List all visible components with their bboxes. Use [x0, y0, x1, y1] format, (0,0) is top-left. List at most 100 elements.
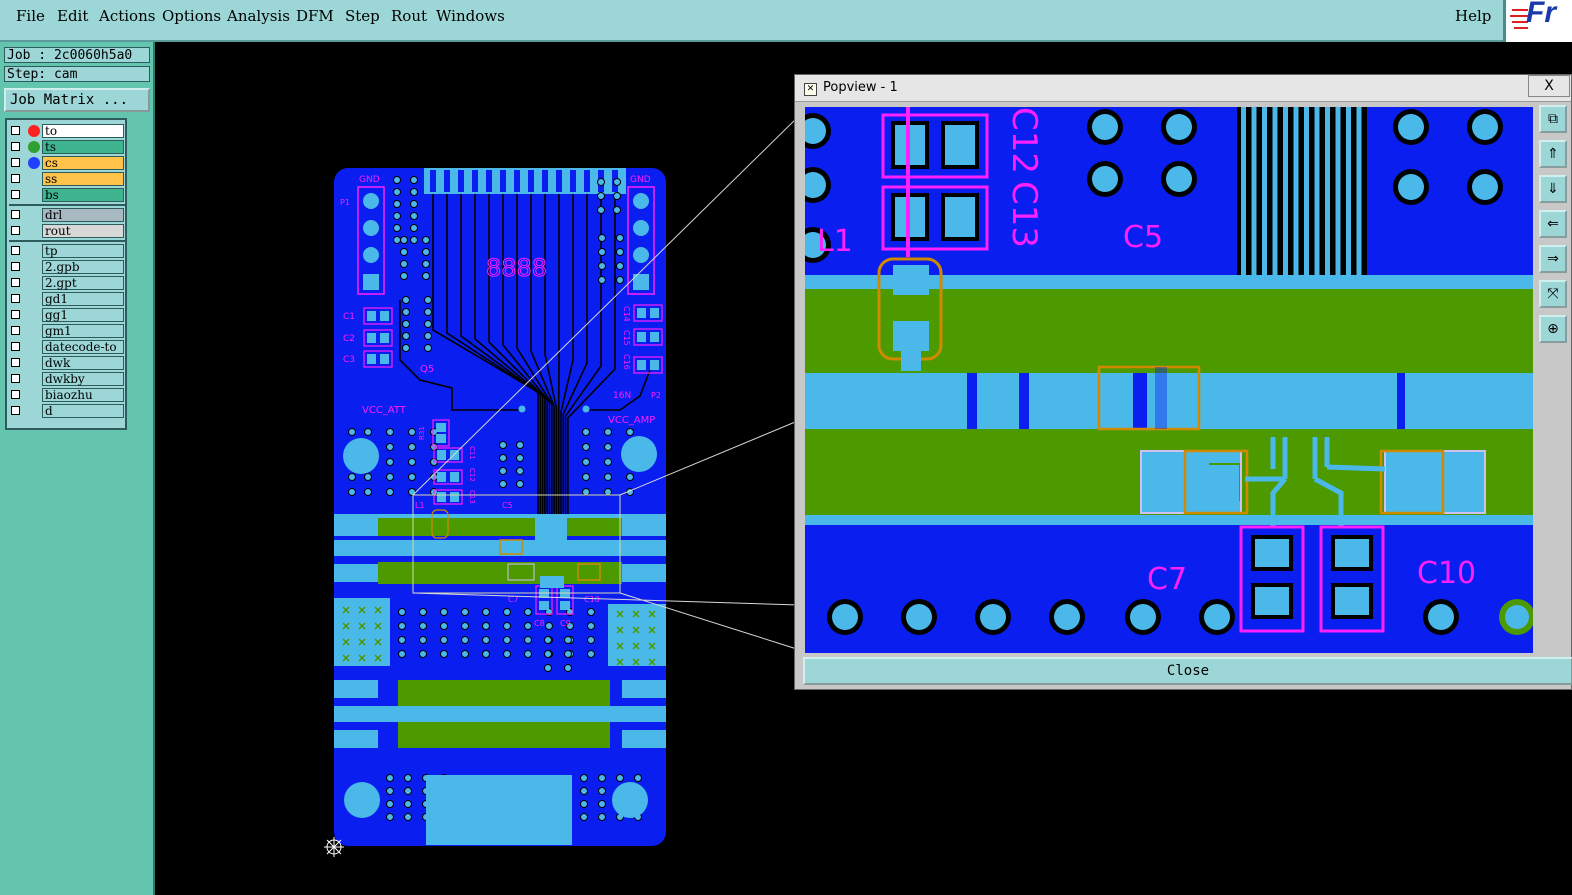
layer-checkbox[interactable] [11, 142, 20, 151]
layer-name[interactable]: tp [42, 244, 124, 258]
layer-row-biaozhu[interactable]: biaozhu [9, 388, 125, 402]
popview-close-button[interactable]: Close [803, 657, 1572, 685]
layer-checkbox[interactable] [11, 326, 20, 335]
layer-row-2.gpt[interactable]: 2.gpt [9, 276, 125, 290]
layer-row-to[interactable]: to [9, 124, 125, 138]
layer-row-rout[interactable]: rout [9, 224, 125, 238]
via [832, 604, 858, 630]
menu-dfm[interactable]: DFM [296, 7, 334, 25]
layer-checkbox[interactable] [11, 126, 20, 135]
layer-row-gg1[interactable]: gg1 [9, 308, 125, 322]
popview-canvas[interactable]: C12 C13 L1 C5 C7 C10 [805, 107, 1533, 653]
layer-row-dwkby[interactable]: dwkby [9, 372, 125, 386]
layer-row-ss[interactable]: ss [9, 172, 125, 186]
layer-row-cs[interactable]: cs [9, 156, 125, 170]
zoom-out-icon[interactable]: ⊕ [1539, 315, 1567, 343]
layer-checkbox[interactable] [11, 374, 20, 383]
layer-name[interactable]: dwkby [42, 372, 124, 386]
menu-actions[interactable]: Actions [99, 7, 156, 25]
layer-checkbox[interactable] [11, 262, 20, 271]
pan-up-icon[interactable]: ⇑ [1539, 140, 1567, 168]
layer-checkbox[interactable] [11, 406, 20, 415]
layer-name[interactable]: datecode-to [42, 340, 124, 354]
band-mid [334, 706, 666, 722]
layer-checkbox[interactable] [11, 210, 20, 219]
via [1398, 174, 1424, 200]
layer-row-2.gpb[interactable]: 2.gpb [9, 260, 125, 274]
layer-name[interactable]: gd1 [42, 292, 124, 306]
menu-help[interactable]: Help [1455, 7, 1492, 25]
layer-name[interactable]: dwk [42, 356, 124, 370]
layer-row-datecode-to[interactable]: datecode-to [9, 340, 125, 354]
header-pin-square [363, 274, 379, 290]
gnd-x-mark [342, 638, 350, 646]
via [1092, 114, 1118, 140]
menu-rout[interactable]: Rout [391, 7, 428, 25]
via [1505, 605, 1529, 629]
menu-file[interactable]: File [16, 7, 45, 25]
pan-down-icon[interactable]: ⇓ [1539, 175, 1567, 203]
layer-row-drl[interactable]: drl [9, 208, 125, 222]
layer-row-d[interactable]: d [9, 404, 125, 418]
bottom-connector [426, 775, 572, 845]
menu-step[interactable]: Step [345, 7, 380, 25]
graphic-canvas[interactable]: GND GND P1 P2 8888 C1 C2 C3 C14 C15 C16 … [155, 42, 795, 895]
via [626, 428, 634, 436]
layer-checkbox[interactable] [11, 226, 20, 235]
signal-trace [488, 194, 549, 520]
label-c16: C16 [622, 354, 631, 370]
job-matrix-button[interactable]: Job Matrix ... [4, 88, 150, 112]
layer-row-gd1[interactable]: gd1 [9, 292, 125, 306]
layer-name[interactable]: ss [42, 172, 124, 186]
layer-checkbox[interactable] [11, 158, 20, 167]
layer-name[interactable]: 2.gpt [42, 276, 124, 290]
menu-windows[interactable]: Windows [436, 7, 505, 25]
pan-left-icon[interactable]: ⇐ [1539, 210, 1567, 238]
layer-row-tp[interactable]: tp [9, 244, 125, 258]
layer-name[interactable]: cs [42, 156, 124, 170]
layer-checkbox[interactable] [11, 190, 20, 199]
layer-row-gm1[interactable]: gm1 [9, 324, 125, 338]
layer-name[interactable]: gm1 [42, 324, 124, 338]
layer-name[interactable]: bs [42, 188, 124, 202]
popview-close-x-button[interactable]: X [1528, 75, 1570, 97]
menu-options[interactable]: Options [162, 7, 222, 25]
layer-row-bs[interactable]: bs [9, 188, 125, 202]
layer-name[interactable]: d [42, 404, 124, 418]
layer-checkbox[interactable] [11, 390, 20, 399]
menu-analysis[interactable]: Analysis [227, 7, 290, 25]
layer-checkbox[interactable] [11, 278, 20, 287]
layer-name[interactable]: ts [42, 140, 124, 154]
gnd-x-mark [374, 654, 382, 662]
layer-name[interactable]: 2.gpb [42, 260, 124, 274]
gnd-x-mark [616, 642, 624, 650]
via [580, 800, 588, 808]
layer-checkbox[interactable] [11, 358, 20, 367]
pan-right-icon[interactable]: ⇒ [1539, 245, 1567, 273]
via [440, 636, 448, 644]
cap-pad [367, 333, 376, 343]
layer-name[interactable]: rout [42, 224, 124, 238]
layer-row-ts[interactable]: ts [9, 140, 125, 154]
layer-name[interactable]: drl [42, 208, 124, 222]
layer-row-dwk[interactable]: dwk [9, 356, 125, 370]
layer-checkbox[interactable] [11, 294, 20, 303]
popview-titlebar[interactable]: ✕ Popview - 1 [795, 75, 1571, 102]
layer-checkbox[interactable] [11, 342, 20, 351]
gnd-x-mark [616, 610, 624, 618]
layer-checkbox[interactable] [11, 310, 20, 319]
layer-name[interactable]: to [42, 124, 124, 138]
via [422, 248, 430, 256]
layer-checkbox[interactable] [11, 174, 20, 183]
zoom-in-icon[interactable]: ⤧ [1539, 280, 1567, 308]
cap-outline [633, 356, 663, 374]
via [410, 188, 418, 196]
layer-name[interactable]: gg1 [42, 308, 124, 322]
layer-checkbox[interactable] [11, 246, 20, 255]
zoom-fit-icon[interactable]: ⧉ [1539, 105, 1567, 133]
header-pin [363, 193, 379, 209]
layer-name[interactable]: biaozhu [42, 388, 124, 402]
via [422, 236, 430, 244]
menu-edit[interactable]: Edit [57, 7, 89, 25]
zoom-region-rect[interactable] [412, 494, 621, 594]
